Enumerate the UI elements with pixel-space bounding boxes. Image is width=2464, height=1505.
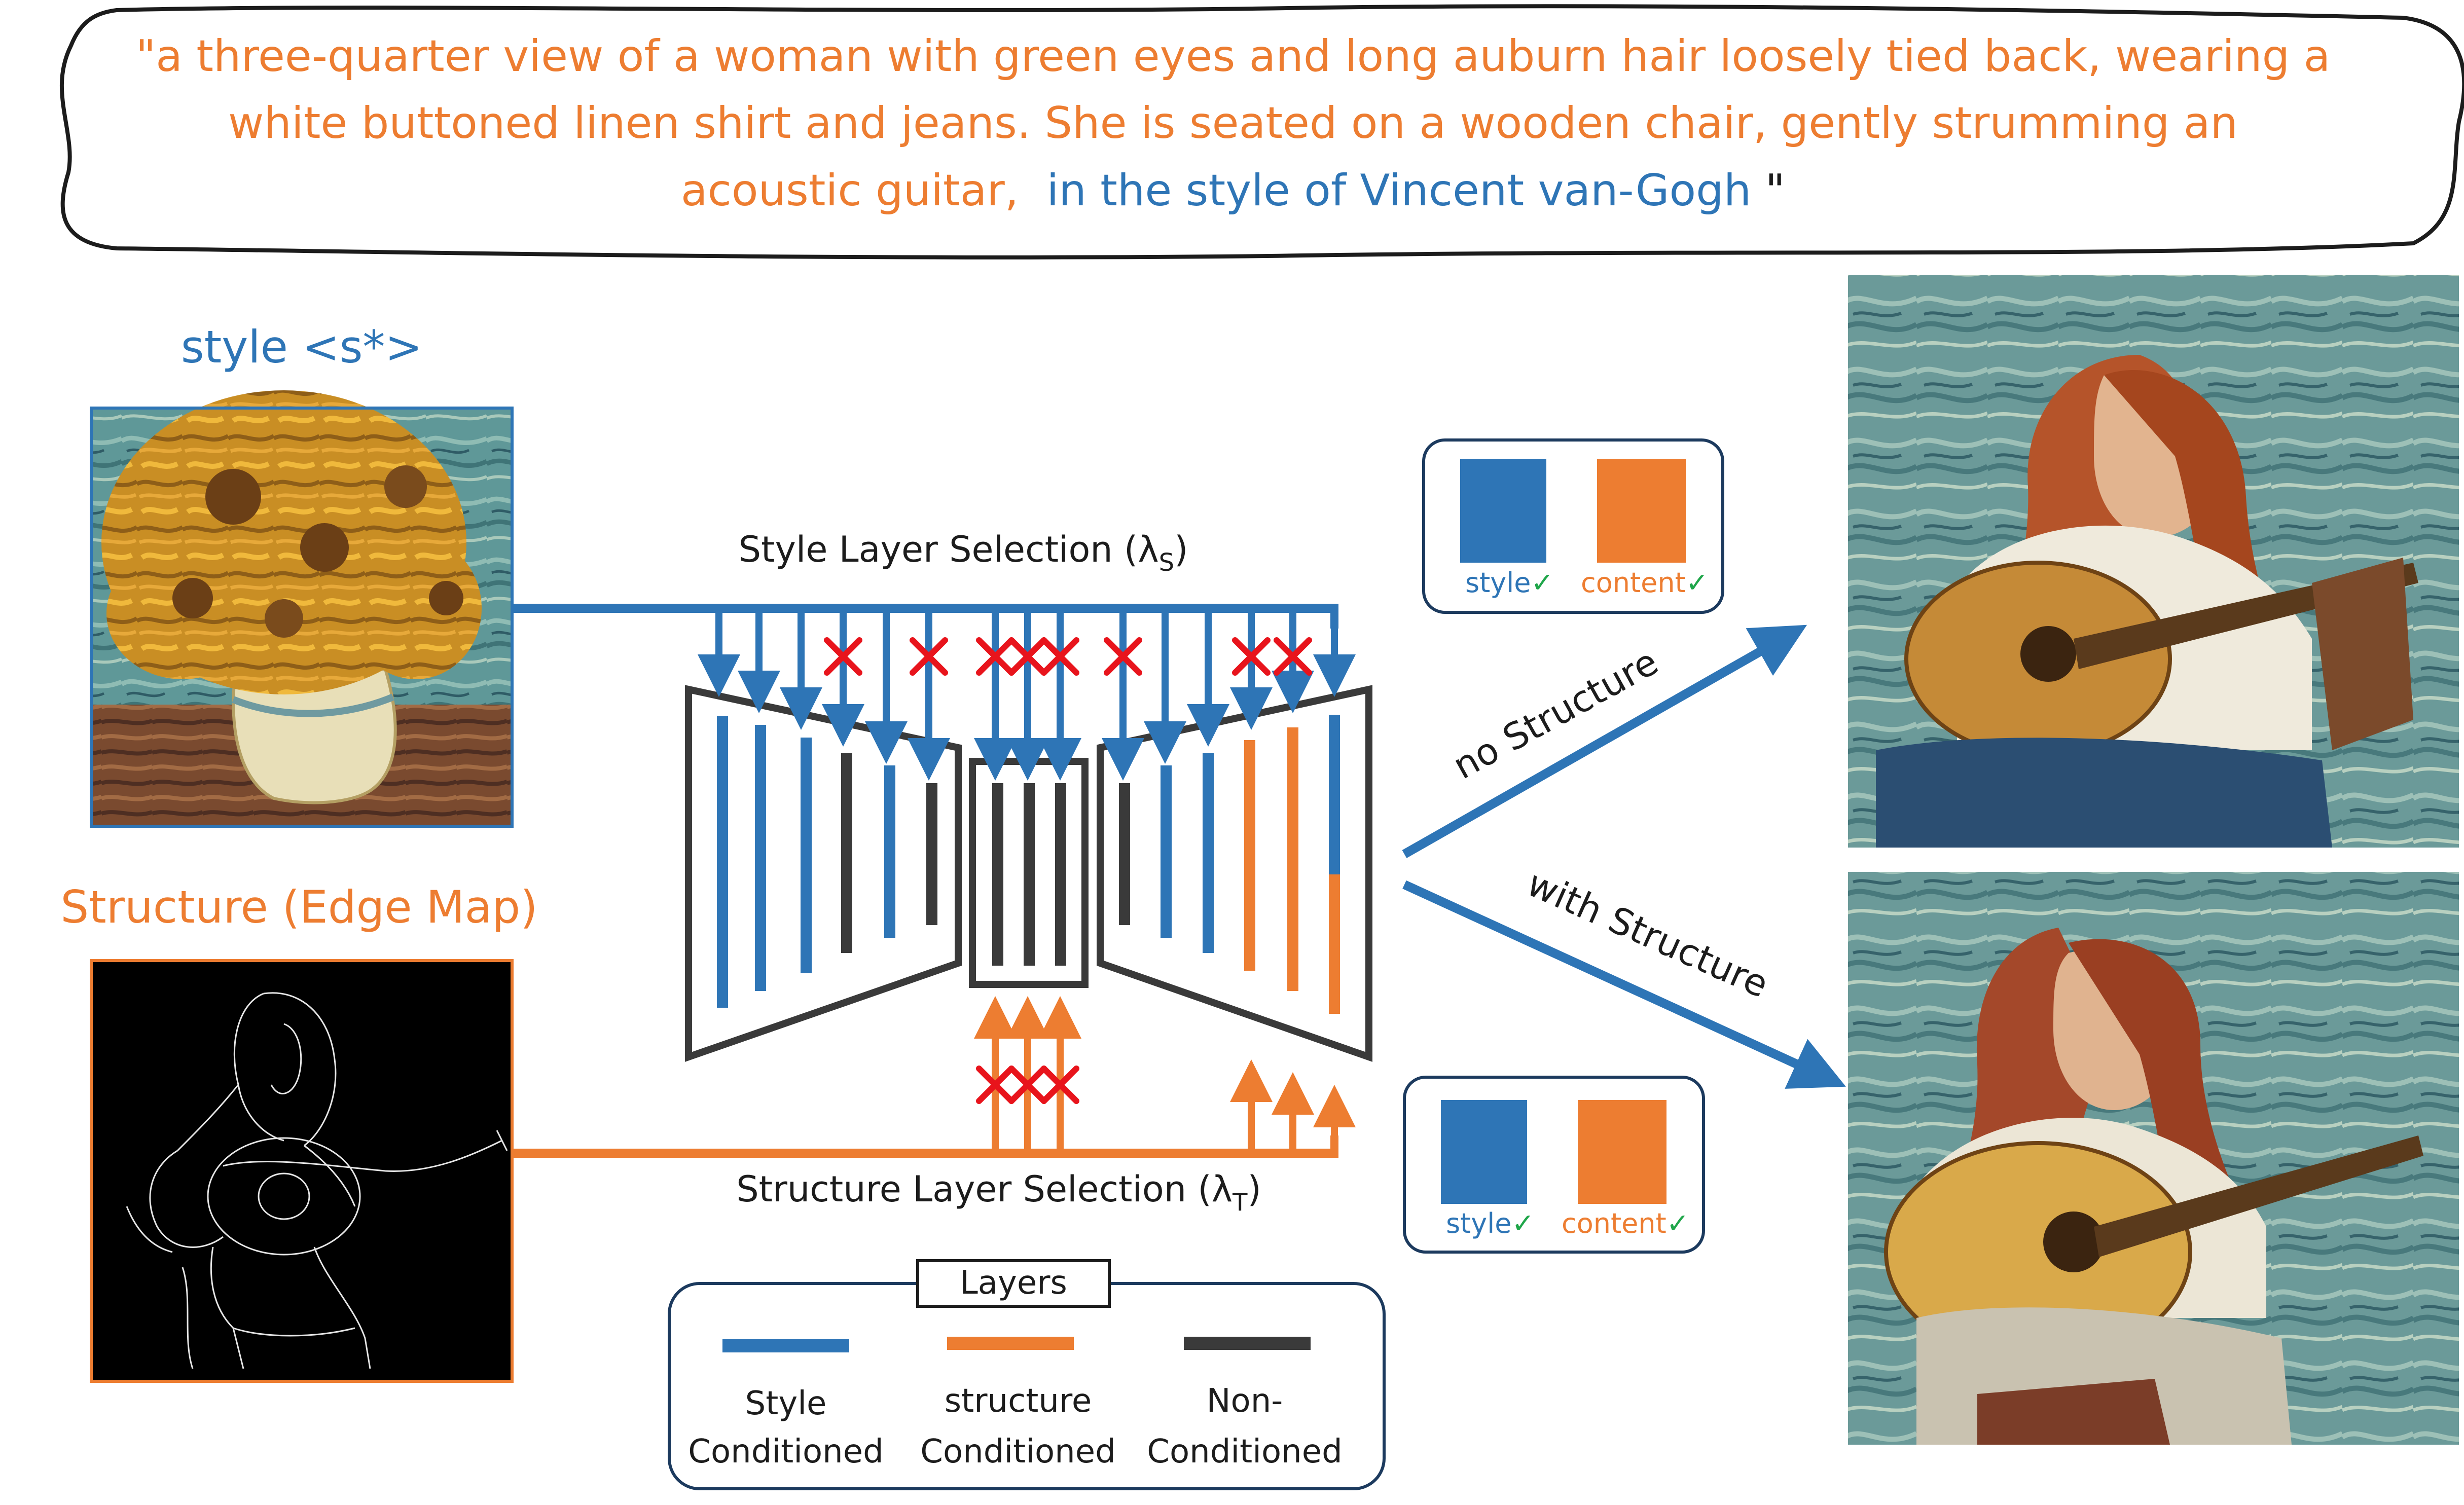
prompt-line-1: "a three-quarter view of a woman with gr… (136, 31, 2331, 82)
prompt-line-3: acoustic guitar, in the style of Vincent… (681, 165, 1785, 216)
check-icon: ✓ (1512, 1207, 1535, 1239)
check-icon: ✓ (1531, 567, 1554, 599)
cross-icon (1041, 1066, 1079, 1104)
prompt-bubble (59, 4, 2464, 260)
edge-map-image (90, 959, 514, 1383)
content-score-bar (1578, 1100, 1666, 1204)
result-badge-with-structure: style✓ content✓ (1403, 1076, 1705, 1254)
cross-stroke (1008, 637, 1047, 676)
legend-style-label-2: Conditioned (688, 1433, 883, 1471)
result-badge-no-structure: style✓ content✓ (1422, 438, 1724, 614)
output-image-no-structure (1848, 275, 2459, 848)
cross-stroke (824, 637, 862, 676)
cross-icon (976, 1066, 1014, 1104)
cross-stroke (910, 637, 948, 676)
cross-icon (976, 637, 1014, 676)
style-layer-selection-label: Style Layer Selection (λS) (739, 529, 1188, 577)
structure-layer-selection-label: Structure Layer Selection (λT) (736, 1168, 1261, 1217)
unet-encoder (685, 685, 962, 1062)
cross-icon (910, 637, 948, 676)
prompt-close-quote: " (1765, 165, 1786, 216)
badge-style-label: style✓ (1465, 567, 1554, 599)
legend: Layers Style Conditioned structure Condi… (668, 1259, 1386, 1490)
cross-stroke (1041, 1066, 1079, 1104)
check-icon: ✓ (1686, 567, 1709, 599)
cross-stroke (1008, 1066, 1047, 1104)
structure-injection-arrows (974, 996, 1356, 1153)
unet-layer-bars (717, 715, 1340, 1014)
prompt-line-2: white buttoned linen shirt and jeans. Sh… (228, 98, 2238, 149)
with-structure-label: with Structure (1521, 862, 1775, 1006)
legend-non-label-2: Conditioned (1147, 1433, 1342, 1471)
no-structure-arrow (1402, 625, 1807, 858)
cross-stroke (1232, 637, 1271, 676)
badge-content-label: content✓ (1562, 1207, 1689, 1239)
cross-icon (1041, 637, 1079, 676)
cross-icon (1232, 637, 1271, 676)
with-structure-arrow (1402, 880, 1846, 1089)
legend-style-label-1: Style (745, 1385, 827, 1422)
check-icon: ✓ (1666, 1207, 1689, 1239)
cross-icon (824, 637, 862, 676)
cross-icon (1274, 637, 1312, 676)
style-score-bar (1460, 459, 1546, 563)
style-score-bar (1441, 1100, 1527, 1204)
style-reference-image (90, 390, 514, 828)
legend-title: Layers (960, 1264, 1067, 1302)
skipped-layer-crosses (824, 637, 1312, 1104)
legend-non-label-1: Non- (1207, 1382, 1283, 1420)
prompt-style-clause: in the style of Vincent van-Gogh (1046, 165, 1751, 216)
content-score-bar (1597, 459, 1686, 563)
structure-label: Structure (Edge Map) (60, 881, 537, 933)
style-injection-arrows (698, 608, 1356, 781)
cross-stroke (1274, 637, 1312, 676)
unet-decoder (1097, 685, 1372, 1062)
cross-icon (1008, 1066, 1047, 1104)
badge-content-label: content✓ (1581, 567, 1709, 599)
cross-stroke (976, 637, 1014, 676)
output-image-with-structure (1848, 872, 2459, 1445)
unet-diagram (685, 608, 1372, 1153)
cross-stroke (1041, 637, 1079, 676)
cross-icon (1104, 637, 1142, 676)
prompt-content-end: acoustic guitar, (681, 165, 1019, 216)
legend-structure-label-1: structure (945, 1382, 1092, 1420)
style-token-label: style <s*> (181, 321, 422, 373)
badge-style-label: style✓ (1446, 1207, 1535, 1239)
cross-icon (1008, 637, 1047, 676)
cross-stroke (976, 1066, 1014, 1104)
cross-stroke (1104, 637, 1142, 676)
legend-structure-label-2: Conditioned (920, 1433, 1115, 1471)
